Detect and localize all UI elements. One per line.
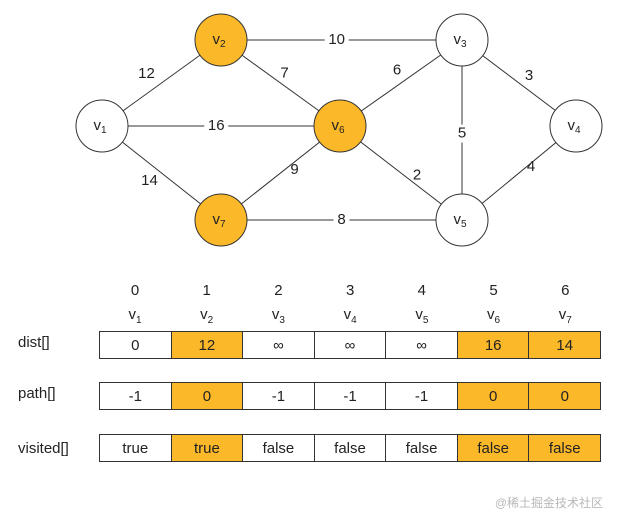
- dist-cell-3: ∞: [314, 332, 387, 358]
- edge-label-background: [204, 117, 229, 135]
- path-cell-3: -1: [314, 383, 387, 409]
- visited-cell-5: false: [457, 435, 530, 461]
- node-v7: v7: [194, 193, 248, 247]
- array-index-6: 6: [561, 282, 570, 299]
- dist-row-label: dist[]: [18, 334, 50, 351]
- node-label-v5: v5: [453, 211, 467, 230]
- edge-weight-v6-v7: 9: [290, 161, 298, 178]
- edge-weight-v1-v6: 16: [208, 117, 225, 134]
- array-index-0: 0: [130, 282, 140, 299]
- edge-weight-v7-v5: 8: [337, 211, 345, 228]
- path-cell-2: -1: [243, 383, 315, 409]
- visited-row-label: visited[]: [18, 440, 69, 457]
- array-index-5: 5: [489, 282, 498, 299]
- node-label-v6: v6: [331, 117, 345, 136]
- node-label-v1: v1: [93, 117, 107, 136]
- dist-cell-2: ∞: [243, 332, 315, 358]
- node-label-v4: v4: [567, 117, 581, 136]
- edge-weight-v1-v7: 14: [141, 172, 158, 189]
- nodes-layer: v1 v2 v3 v4 v5 v6 v7: [75, 13, 603, 247]
- node-v1: v1: [75, 99, 129, 153]
- path-row-label: path[]: [18, 385, 56, 402]
- dist-cell-4: ∞: [386, 332, 458, 358]
- node-v6: v6: [313, 99, 367, 153]
- edge-weight-v5-v4: 4: [527, 158, 535, 175]
- node-circle-v3: [435, 13, 489, 67]
- node-v4: v4: [549, 99, 603, 153]
- array-index-1: 1: [202, 282, 211, 299]
- node-circle-v7: [194, 193, 248, 247]
- visited-cell-0: true: [100, 435, 172, 461]
- edge-weight-v3-v4: 3: [525, 67, 533, 84]
- array-index-2: 2: [274, 282, 283, 299]
- path-cell-0: -1: [100, 383, 172, 409]
- array-vertex-label-5: v6: [487, 306, 501, 326]
- edge-weight-v3-v5: 5: [458, 125, 466, 142]
- dist-cell-1: 12: [171, 332, 244, 358]
- edge-weight-v2-v6: 7: [280, 65, 288, 82]
- node-v5: v5: [435, 193, 489, 247]
- array-vertex-label-1: v2: [200, 306, 214, 326]
- array-index-4: 4: [417, 282, 427, 299]
- graph-diagram: 12 16 14 10 7 6 3 5 2 9 8 4 v1 v2 v3 v4 v5 v6 v7: [75, 13, 603, 247]
- edge-weight-v6-v5: 2: [413, 167, 421, 184]
- dist-cell-0: 0: [100, 332, 172, 358]
- array-vertex-label-4: v5: [415, 306, 429, 326]
- edge-label-background: [454, 124, 470, 143]
- array-vertex-label-3: v4: [343, 306, 357, 326]
- path-cell-6: 0: [529, 383, 601, 409]
- array-vertex-label-6: v7: [558, 306, 572, 326]
- dist-cell-5: 16: [457, 332, 530, 358]
- visited-cell-3: false: [314, 435, 387, 461]
- node-v3: v3: [435, 13, 489, 67]
- visited-cell-6: false: [529, 435, 601, 461]
- node-circle-v2: [194, 13, 248, 67]
- dist-cell-6: 14: [529, 332, 601, 358]
- path-cell-1: 0: [171, 383, 244, 409]
- edge-weight-v2-v3: 10: [328, 31, 345, 48]
- visited-cell-2: false: [243, 435, 315, 461]
- node-v2: v2: [194, 13, 248, 67]
- watermark: @稀土掘金技术社区: [494, 496, 603, 510]
- edge-weight-v6-v3: 6: [393, 62, 401, 79]
- node-label-v2: v2: [212, 31, 226, 50]
- node-circle-v4: [549, 99, 603, 153]
- node-label-v3: v3: [453, 31, 467, 50]
- edge-label-background: [324, 31, 349, 49]
- node-circle-v6: [313, 99, 367, 153]
- array-index-3: 3: [345, 282, 355, 299]
- edge-weight-v1-v2: 12: [138, 65, 155, 82]
- node-circle-v5: [435, 193, 489, 247]
- array-vertex-label-0: v1: [128, 306, 142, 326]
- visited-cell-4: false: [386, 435, 458, 461]
- node-label-v7: v7: [212, 211, 226, 230]
- visited-cell-1: true: [171, 435, 244, 461]
- array-vertex-label-2: v3: [271, 306, 285, 326]
- path-cell-4: -1: [386, 383, 458, 409]
- edge-label-background: [333, 211, 350, 229]
- path-cell-5: 0: [457, 383, 530, 409]
- node-circle-v1: [75, 99, 129, 153]
